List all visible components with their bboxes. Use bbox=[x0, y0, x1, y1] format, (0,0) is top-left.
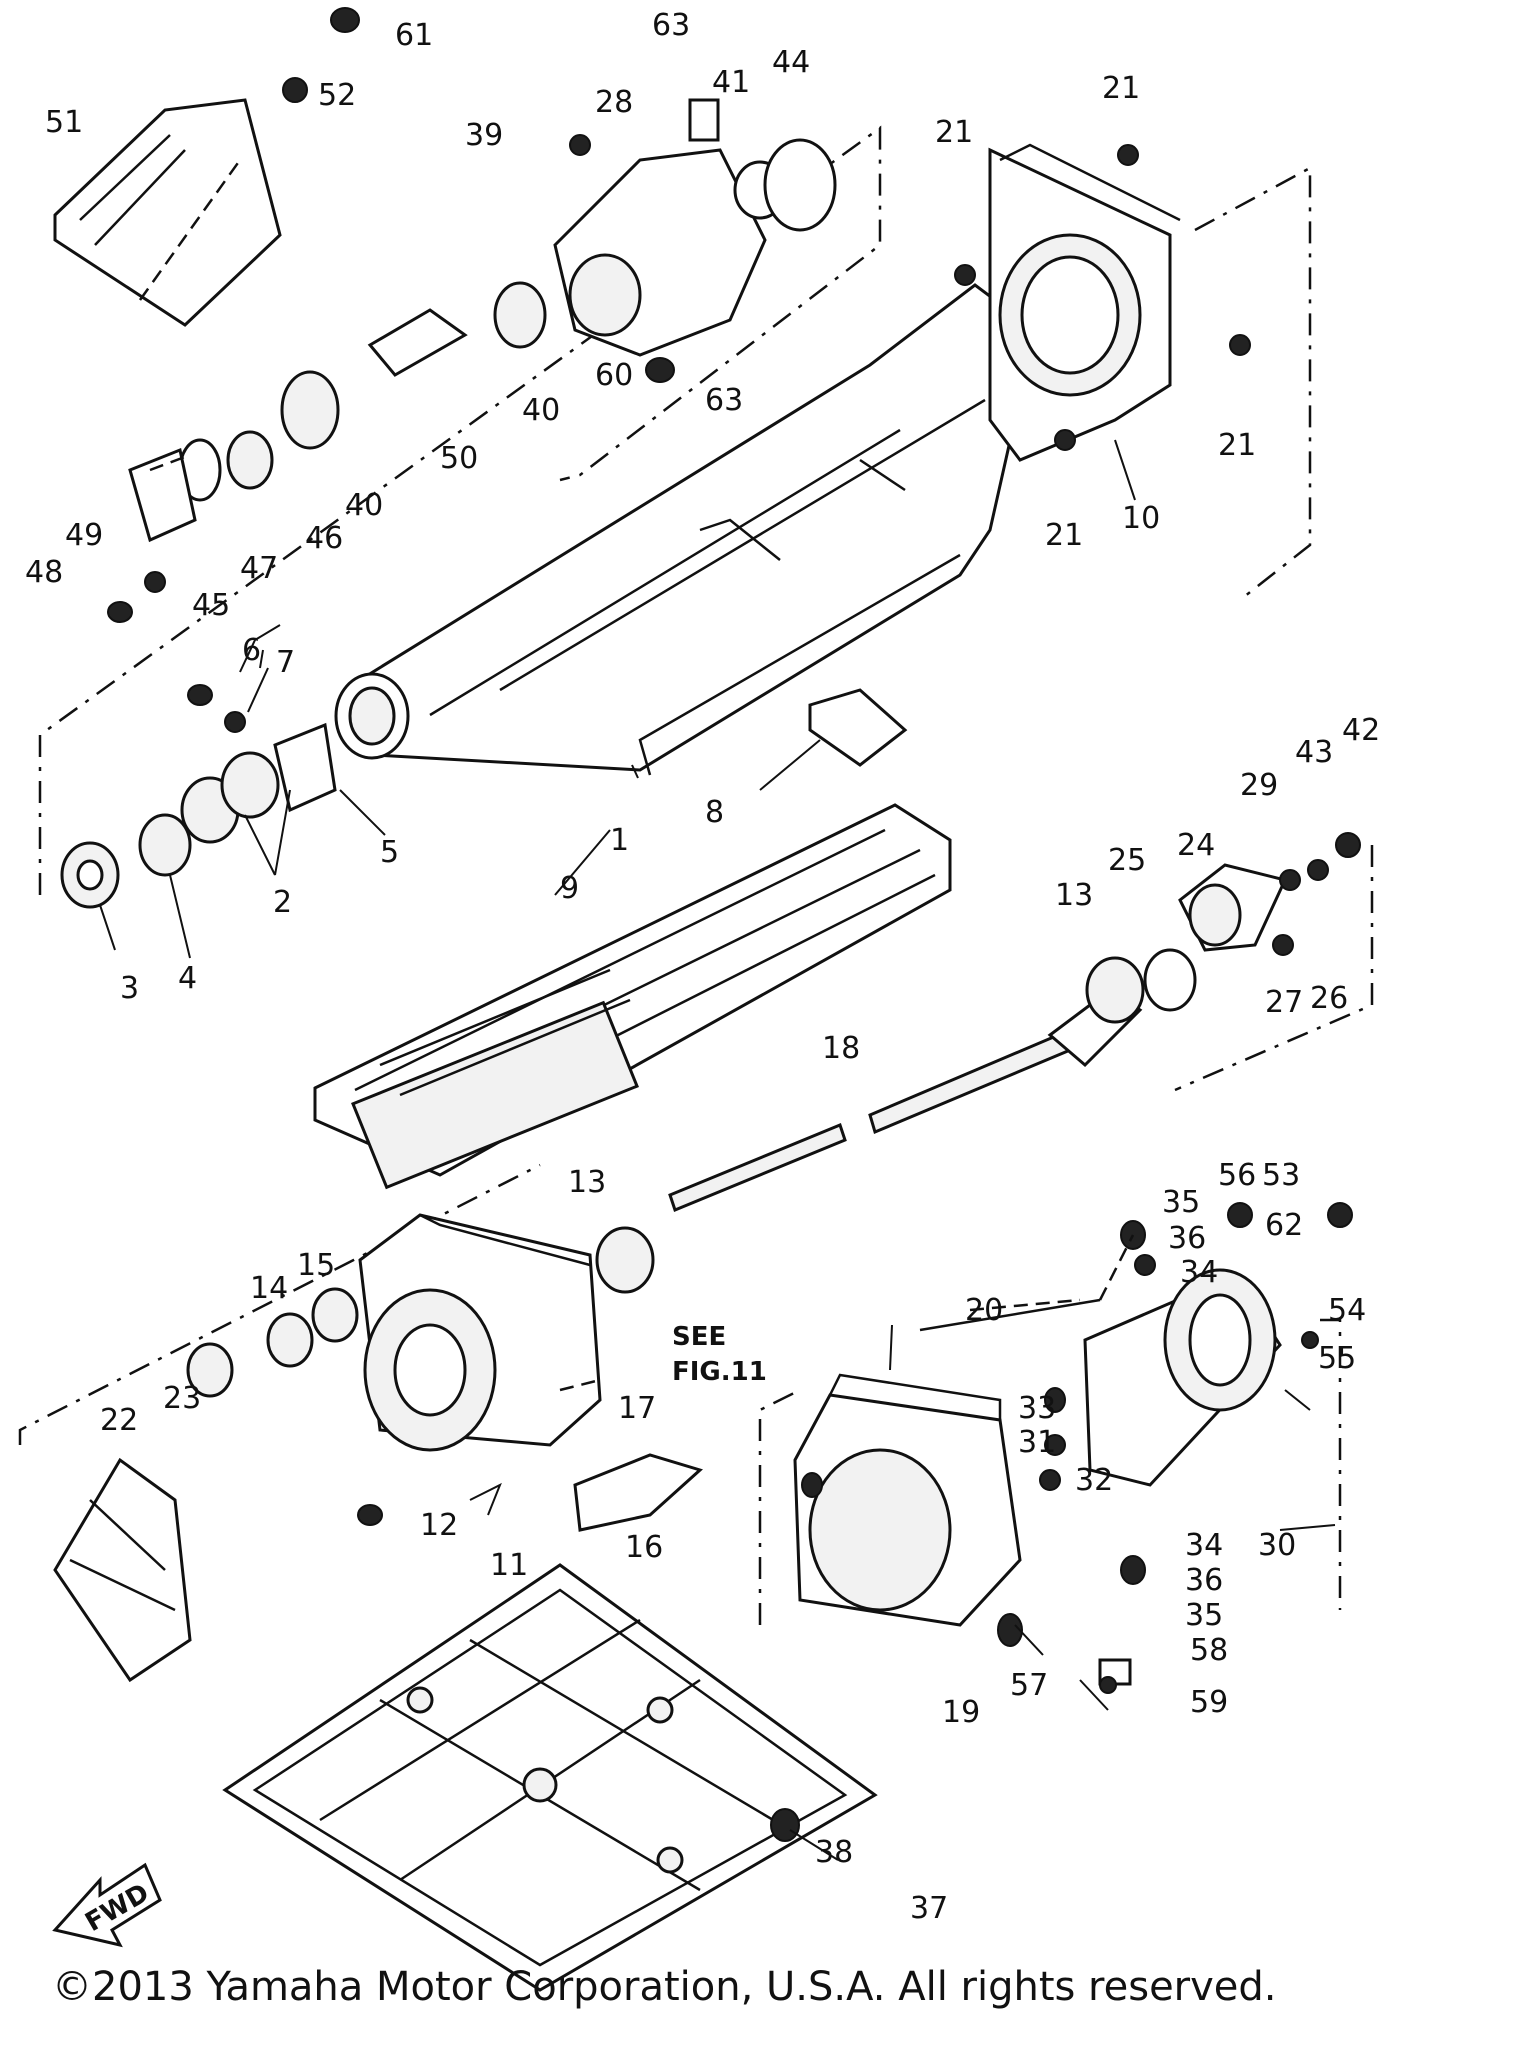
callout-22: 22 bbox=[100, 1403, 138, 1438]
callout-60: 60 bbox=[595, 358, 633, 393]
steering-nozzle bbox=[1083, 1268, 1282, 1487]
see-ref-line1: SEE bbox=[672, 1322, 726, 1352]
callout-47: 47 bbox=[240, 551, 278, 586]
callout-26: 26 bbox=[1310, 981, 1348, 1016]
callout-36a: 36 bbox=[1168, 1221, 1206, 1256]
callout-25: 25 bbox=[1108, 843, 1146, 878]
callout-40a: 40 bbox=[522, 393, 560, 428]
callout-51: 51 bbox=[45, 105, 83, 140]
front-casing bbox=[988, 143, 1181, 462]
callout-38: 38 bbox=[815, 1835, 853, 1870]
callout-40b: 40 bbox=[345, 488, 383, 523]
callout-23: 23 bbox=[163, 1381, 201, 1416]
fwd-arrow: FWD bbox=[52, 1862, 162, 1948]
callout-63a: 63 bbox=[652, 8, 690, 43]
callout-32: 32 bbox=[1075, 1463, 1113, 1498]
callout-56: 56 bbox=[1218, 1158, 1256, 1193]
callout-30: 30 bbox=[1258, 1528, 1296, 1563]
bearing-housing bbox=[553, 148, 767, 357]
callouts: 1 2 3 4 5 6 7 8 9 10 11 12 13 13 14 15 1… bbox=[25, 8, 1380, 1926]
callout-14: 14 bbox=[250, 1271, 288, 1306]
callout-59: 59 bbox=[1190, 1685, 1228, 1720]
callout-49: 49 bbox=[65, 518, 103, 553]
callout-10: 10 bbox=[1122, 501, 1160, 536]
callout-1: 1 bbox=[610, 823, 629, 858]
callout-44: 44 bbox=[772, 45, 810, 80]
callout-11: 11 bbox=[490, 1548, 528, 1583]
callout-62: 62 bbox=[1265, 1208, 1303, 1243]
callout-43: 43 bbox=[1295, 735, 1333, 770]
callout-13a: 13 bbox=[1055, 878, 1093, 913]
callout-18: 18 bbox=[822, 1031, 860, 1066]
callout-20: 20 bbox=[965, 1293, 1003, 1328]
see-reference: SEE FIG.11 bbox=[672, 1322, 767, 1387]
callout-45: 45 bbox=[192, 588, 230, 623]
callout-55: 55 bbox=[1318, 1341, 1356, 1376]
rear-housing-24 bbox=[1178, 863, 1288, 952]
intake-grate bbox=[222, 1563, 878, 1992]
callout-31: 31 bbox=[1018, 1425, 1056, 1460]
callout-17: 17 bbox=[618, 1391, 656, 1426]
callout-54: 54 bbox=[1328, 1293, 1366, 1328]
impeller bbox=[53, 1457, 192, 1683]
callout-33: 33 bbox=[1018, 1391, 1056, 1426]
callout-7: 7 bbox=[276, 645, 295, 680]
impeller-housing bbox=[358, 1213, 602, 1452]
callout-21c: 21 bbox=[1218, 428, 1256, 463]
callout-29: 29 bbox=[1240, 768, 1278, 803]
callout-28: 28 bbox=[595, 85, 633, 120]
pump-cover bbox=[53, 98, 282, 327]
callout-24: 24 bbox=[1177, 828, 1215, 863]
callout-6: 6 bbox=[242, 633, 261, 668]
callout-58: 58 bbox=[1190, 1633, 1228, 1668]
callout-34a: 34 bbox=[1180, 1255, 1218, 1290]
callout-35b: 35 bbox=[1185, 1598, 1223, 1633]
callout-27: 27 bbox=[1265, 985, 1303, 1020]
callout-leaders bbox=[99, 439, 1336, 1861]
callout-35a: 35 bbox=[1162, 1185, 1200, 1220]
callout-39: 39 bbox=[465, 118, 503, 153]
see-ref-line2: FIG.11 bbox=[672, 1357, 767, 1387]
callout-46: 46 bbox=[305, 521, 343, 556]
callout-21a: 21 bbox=[1102, 71, 1140, 106]
callout-21b: 21 bbox=[935, 115, 973, 150]
guide-lines bbox=[138, 159, 1135, 1392]
callout-36b: 36 bbox=[1185, 1563, 1223, 1598]
callout-50: 50 bbox=[440, 441, 478, 476]
callout-63b: 63 bbox=[705, 383, 743, 418]
callout-2: 2 bbox=[273, 885, 292, 920]
callout-34b: 34 bbox=[1185, 1528, 1223, 1563]
callout-13b: 13 bbox=[568, 1165, 606, 1200]
callout-61: 61 bbox=[395, 18, 433, 53]
jet-duct-housing bbox=[334, 283, 1037, 776]
callout-16: 16 bbox=[625, 1530, 663, 1565]
callout-21d: 21 bbox=[1045, 518, 1083, 553]
callout-41: 41 bbox=[712, 65, 750, 100]
small-parts bbox=[60, 7, 1361, 1842]
ride-plate bbox=[313, 803, 952, 1190]
callout-9: 9 bbox=[560, 871, 579, 906]
callout-5: 5 bbox=[380, 835, 399, 870]
callout-3: 3 bbox=[120, 971, 139, 1006]
callout-37: 37 bbox=[910, 1891, 948, 1926]
callout-53: 53 bbox=[1262, 1158, 1300, 1193]
callout-12: 12 bbox=[420, 1508, 458, 1543]
callout-52: 52 bbox=[318, 78, 356, 113]
callout-42: 42 bbox=[1342, 713, 1380, 748]
callout-57: 57 bbox=[1010, 1668, 1048, 1703]
drive-shaft bbox=[668, 988, 1143, 1212]
callout-15: 15 bbox=[297, 1248, 335, 1283]
callout-19: 19 bbox=[942, 1695, 980, 1730]
nozzle-housing bbox=[793, 1373, 1022, 1627]
copyright-notice: ©2013 Yamaha Motor Corporation, U.S.A. A… bbox=[52, 1964, 1277, 2010]
callout-48: 48 bbox=[25, 555, 63, 590]
callout-8: 8 bbox=[705, 795, 724, 830]
callout-4: 4 bbox=[178, 961, 197, 996]
group-boundaries bbox=[18, 125, 1374, 1625]
